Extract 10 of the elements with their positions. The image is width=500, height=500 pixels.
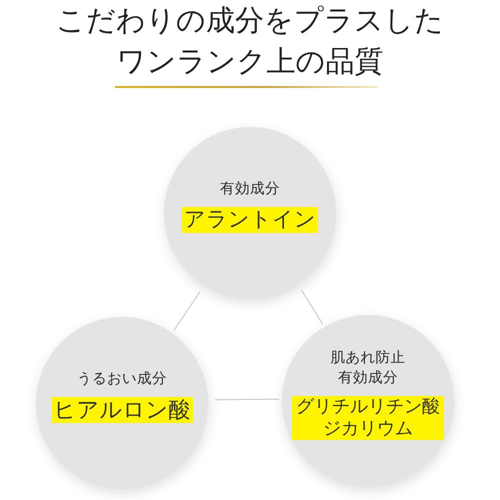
ingredient-name: アラントイン [182, 207, 318, 233]
connector-line [301, 290, 324, 325]
ingredient-category: 肌あれ防止有効成分 [330, 349, 406, 388]
ingredient-name: グリチルリチン酸ジカリウム [292, 396, 444, 440]
ingredient-category: うるおい成分 [77, 370, 167, 389]
ingredient-name: ヒアルロン酸 [52, 396, 192, 424]
title: こだわりの成分をプラスしたワンランク上の品質 [54, 4, 445, 80]
connector-line [214, 398, 280, 400]
connector-line [173, 291, 201, 332]
ingredient-category: 有効成分 [220, 180, 280, 200]
